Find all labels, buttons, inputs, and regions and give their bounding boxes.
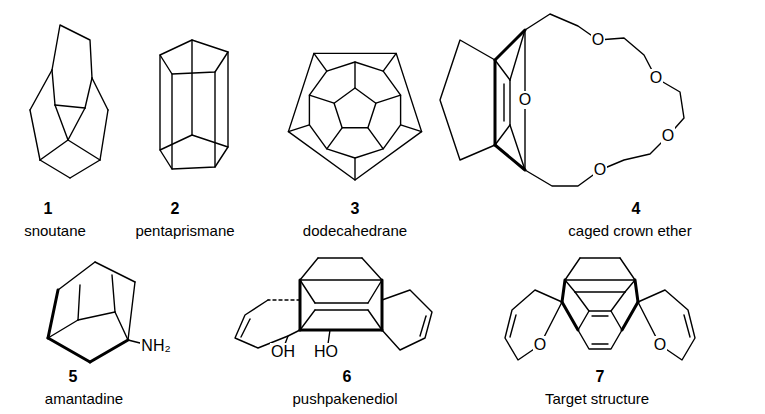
dodecahedrane-structure — [288, 53, 421, 180]
compound-name: dodecahedrane — [303, 222, 407, 239]
compound-name: amantadine — [45, 390, 123, 407]
compound-number: 4 — [632, 200, 641, 218]
pushpakenediol-structure — [235, 258, 432, 350]
atom-label: O — [593, 161, 607, 179]
caged-crown-ether-structure — [440, 14, 684, 186]
compound-number: 1 — [44, 200, 53, 218]
compound-number: 5 — [69, 368, 78, 386]
amantadine-structure — [48, 262, 140, 362]
compound-name: snoutane — [24, 222, 86, 239]
compound-number: 2 — [171, 200, 180, 218]
atom-label: O — [661, 127, 675, 145]
compound-name: pentaprismane — [135, 222, 234, 239]
target-structure-drawing — [505, 258, 695, 360]
atom-label: O — [518, 91, 532, 109]
snoutane-structure — [30, 25, 108, 178]
atom-label: O — [653, 336, 667, 354]
atom-label: O — [649, 69, 663, 87]
compound-name: Target structure — [545, 390, 649, 407]
atom-label: OH — [270, 343, 296, 361]
compound-name: pushpakenediol — [292, 390, 397, 407]
atom-label: HO — [313, 343, 339, 361]
atom-label: NH₂ — [140, 337, 171, 355]
compound-number: 3 — [351, 200, 360, 218]
compound-name: caged crown ether — [568, 222, 691, 239]
atom-label: O — [533, 336, 547, 354]
atom-label: O — [591, 31, 605, 49]
compound-number: 6 — [343, 368, 352, 386]
compound-number: 7 — [596, 368, 605, 386]
pentaprismane-structure — [160, 40, 228, 169]
